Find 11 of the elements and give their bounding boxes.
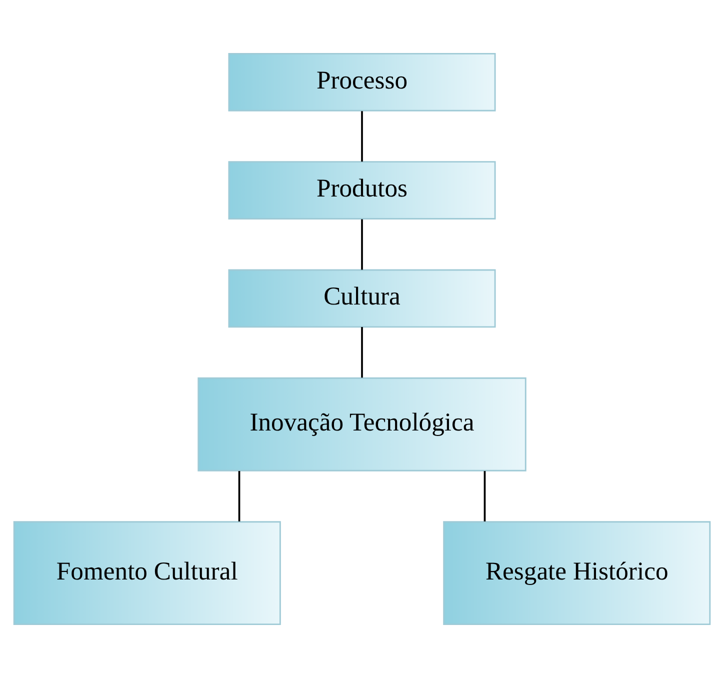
connector xyxy=(361,110,363,162)
node-box: Produtos xyxy=(228,160,496,219)
node-box: Inovação Tecnológica xyxy=(198,376,526,471)
node-box: Cultura xyxy=(228,268,496,328)
connector xyxy=(238,470,240,521)
node-box: Resgate Histórico xyxy=(443,520,711,625)
node-box: Processo xyxy=(228,52,496,111)
connector xyxy=(484,470,486,521)
connector xyxy=(361,218,363,270)
node-box: Fomento Cultural xyxy=(13,520,281,625)
connector xyxy=(361,326,363,378)
